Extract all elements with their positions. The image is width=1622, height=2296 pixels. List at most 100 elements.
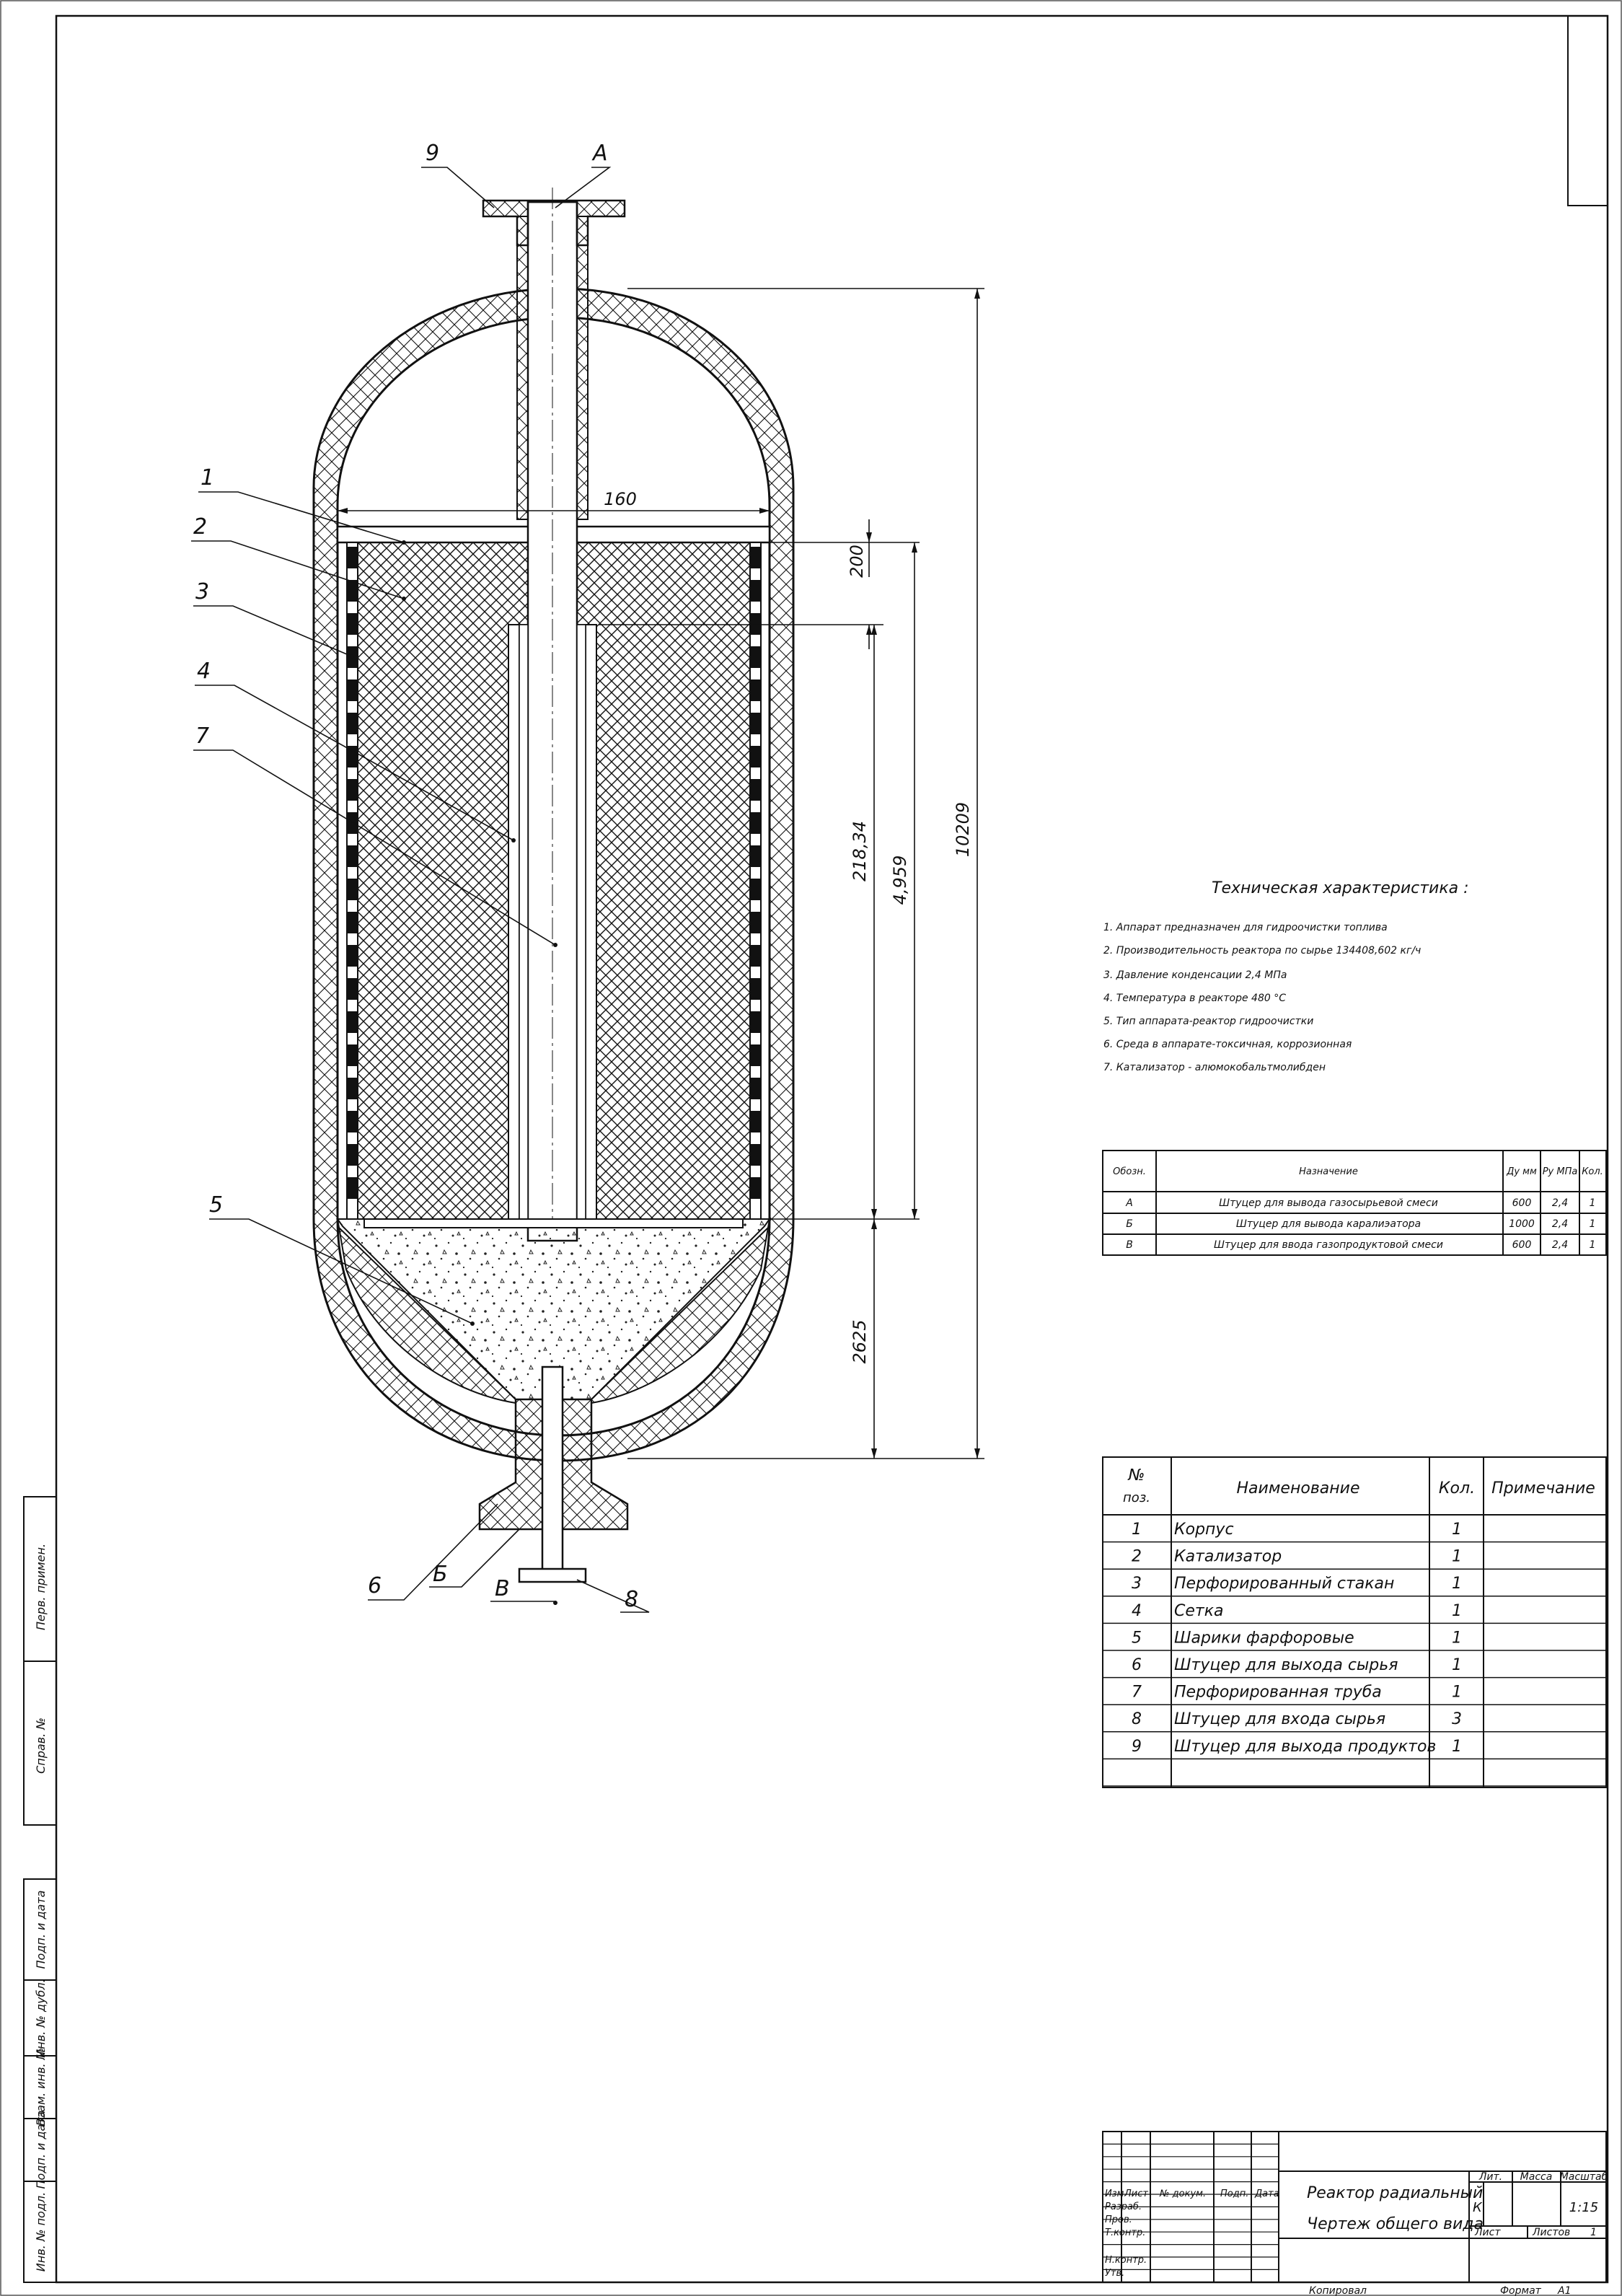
- perforation-block: [348, 1011, 357, 1033]
- pos-label-6: 6: [368, 1573, 382, 1598]
- tech-item: 2. Производительность реактора по сырье …: [1103, 945, 1421, 956]
- pos-label-2: 2: [193, 514, 207, 540]
- nozzle-cell: 1000: [1509, 1218, 1535, 1230]
- tech-item: 1. Аппарат предназначен для гидроочистки…: [1103, 922, 1388, 933]
- stamp-role: Разраб.: [1105, 2202, 1142, 2212]
- dim-4959: 4,959: [890, 855, 910, 905]
- reactor-drawing: 1 2 3 4 7 5 6 Б В 8 9 A: [191, 141, 984, 1613]
- parts-cell: 4: [1132, 1602, 1142, 1620]
- parts-cell: 9: [1132, 1738, 1142, 1756]
- nozzle-table: Обозн. Назначение Ду мм Ру МПа Кол. А Шту…: [1102, 1150, 1607, 1256]
- side-label-vzam: Взам. инв. №: [34, 2048, 48, 2126]
- perforation-block: [751, 812, 760, 834]
- nozzle-cell: 600: [1512, 1239, 1532, 1251]
- stamp-col: Подп.: [1220, 2189, 1248, 2199]
- mesh-right: [585, 624, 597, 1220]
- dimension-lines: [337, 288, 984, 1459]
- stamp-role: Пров.: [1105, 2214, 1132, 2225]
- perforation-block: [348, 1078, 357, 1099]
- perforation-block: [751, 713, 760, 734]
- stamp-listov: Листов: [1532, 2227, 1570, 2238]
- stamp-listov-value: 1: [1590, 2227, 1597, 2238]
- dim-2625: 2625: [850, 1319, 870, 1363]
- parts-header: Примечание: [1491, 1479, 1595, 1497]
- nozzle-cell: А: [1125, 1197, 1133, 1209]
- inlet-pipe: [541, 1365, 564, 1578]
- parts-cell: 3: [1132, 1575, 1142, 1593]
- perforation-block: [751, 1078, 760, 1099]
- left-margin-strips: [23, 1496, 57, 2283]
- tech-item: 3. Давление конденсации 2,4 МПа: [1103, 969, 1287, 981]
- perforation-block: [751, 912, 760, 933]
- nozzle-header: Назначение: [1299, 1166, 1358, 1177]
- parts-cell: Сетка: [1174, 1602, 1223, 1620]
- nozzle-header: Ду мм: [1506, 1166, 1537, 1177]
- perforation-block: [751, 547, 760, 568]
- stamp-title-1: Реактор радиальный: [1307, 2184, 1483, 2202]
- perforation-block: [348, 1177, 357, 1199]
- nozzle-cell: Б: [1126, 1218, 1133, 1230]
- tech-item: 7. Катализатор - алюмокобальтмолибден: [1103, 1062, 1326, 1073]
- side-label-sprav: Справ. №: [34, 1717, 48, 1774]
- parts-cell: 1: [1452, 1548, 1462, 1566]
- parts-cell: 2: [1132, 1548, 1142, 1566]
- nozzle-cell: 2,4: [1552, 1239, 1568, 1251]
- parts-cell: Перфорированный стакан: [1174, 1575, 1394, 1593]
- perforation-block: [348, 978, 357, 1000]
- tech-item: 5. Тип аппарата-реактор гидроочистки: [1103, 1016, 1313, 1027]
- nozzle-header: Кол.: [1582, 1166, 1603, 1177]
- parts-cell: Штуцер для выхода сырья: [1174, 1656, 1398, 1674]
- perforation-block: [348, 779, 357, 801]
- pos-label-8: 8: [625, 1587, 638, 1612]
- stamp-lit-value: К: [1473, 2200, 1483, 2215]
- parts-cell: 3: [1452, 1710, 1462, 1728]
- pos-label-v: В: [495, 1576, 510, 1601]
- perforation-block: [348, 613, 357, 635]
- side-label-perv: Перв. примен.: [34, 1544, 48, 1630]
- parts-cell: 1: [1452, 1656, 1462, 1674]
- parts-cell: Шарики фарфоровые: [1174, 1629, 1354, 1647]
- dim-width: 160: [604, 489, 637, 509]
- title-block: Изм Лист № докум. Подп. Дата Разраб. Про…: [1102, 2131, 1608, 2296]
- perforation-block: [751, 978, 760, 1000]
- perforation-block: [751, 779, 760, 801]
- perforation-block: [751, 945, 760, 967]
- perforation-block: [348, 1044, 357, 1066]
- perforation-block: [751, 845, 760, 867]
- stamp-copy: Копировал: [1309, 2285, 1367, 2296]
- nozzle-cell: В: [1126, 1239, 1133, 1251]
- perforation-block: [348, 547, 357, 568]
- stamp-col: № докум.: [1159, 2189, 1206, 2199]
- grid-plate: [363, 1218, 744, 1228]
- perforation-block: [348, 1144, 357, 1166]
- perforation-block: [348, 1111, 357, 1132]
- parts-header-num: №: [1128, 1466, 1145, 1485]
- nozzle-header: Ру МПа: [1543, 1166, 1578, 1177]
- perforation-block: [348, 713, 357, 734]
- pos-label-4: 4: [197, 659, 211, 684]
- perforation-block: [751, 613, 760, 635]
- tech-title: Техническая характеристика :: [1212, 879, 1469, 897]
- side-label-podp1: Подп. и дата: [34, 1891, 48, 1969]
- stamp-lit: Лит.: [1478, 2171, 1502, 2183]
- nozzle-cell: 2,4: [1552, 1197, 1568, 1209]
- nozzle-cell: 600: [1512, 1197, 1532, 1209]
- parts-cell: Штуцер для выхода продуктов: [1174, 1738, 1436, 1756]
- stamp-role: Т.контр.: [1105, 2227, 1145, 2238]
- tech-characteristics: Техническая характеристика : 1. Аппарат …: [1103, 879, 1469, 1073]
- pos-label-3: 3: [195, 579, 209, 604]
- tech-item: 4. Температура в реакторе 480 °С: [1103, 993, 1286, 1004]
- stamp-format: Формат: [1500, 2285, 1542, 2296]
- parts-cell: Корпус: [1174, 1521, 1234, 1539]
- parts-cell: Перфорированная труба: [1174, 1684, 1382, 1702]
- nozzle-header: Обозн.: [1113, 1166, 1146, 1177]
- parts-cell: 1: [1452, 1738, 1462, 1756]
- parts-cell: 1: [1132, 1521, 1142, 1539]
- nozzle-cell: Штуцер для вывода каралиэатора: [1236, 1218, 1421, 1230]
- nozzle-cell: 1: [1590, 1197, 1596, 1209]
- dim-21834: 218,34: [850, 821, 870, 881]
- stamp-title-2: Чертеж общего вида: [1307, 2215, 1484, 2233]
- parts-header-num-poz: поз.: [1123, 1490, 1150, 1505]
